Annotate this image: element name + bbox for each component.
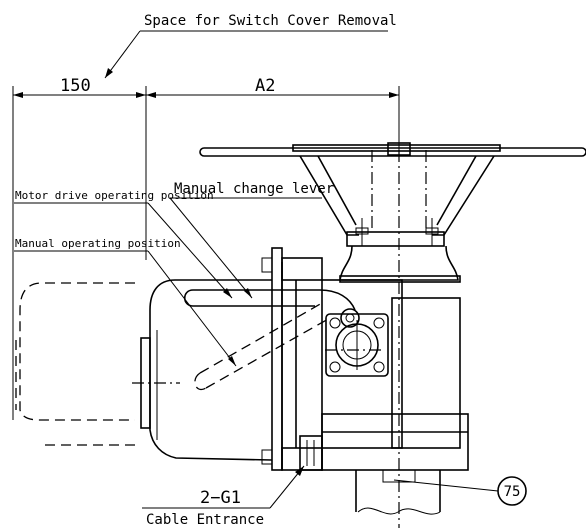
dimension-150: 150 [12,76,147,420]
dim-150-label: 150 [60,76,91,96]
cable-spec-label: 2−G1 [200,488,241,508]
dimension-a2: A2 [146,76,400,150]
handwheel [199,142,586,281]
manual-position-callout: Manual operating position [14,237,237,367]
switch-cover-ghost [15,282,135,446]
manual-position-label: Manual operating position [15,237,181,250]
manual-change-lever [183,289,360,391]
balloon-75-label: 75 [504,484,521,500]
motor-drive-position-callout: Motor drive operating position [14,189,233,299]
part-balloon-75: 75 [393,476,527,506]
gear-body [299,275,469,515]
switch-cover-removal-label: Space for Switch Cover Removal [144,13,397,29]
cable-entrance-callout: 2−G1 Cable Entrance [142,465,305,528]
manual-change-lever-label: Manual change lever [174,181,334,197]
motor-drive-position-label: Motor drive operating position [15,189,214,202]
switch-housing [140,279,273,461]
cable-entrance-label: Cable Entrance [146,512,264,528]
dim-a2-label: A2 [255,76,275,96]
manual-change-lever-callout: Manual change lever [169,181,334,299]
switch-cover-removal-callout: Space for Switch Cover Removal [104,13,397,79]
